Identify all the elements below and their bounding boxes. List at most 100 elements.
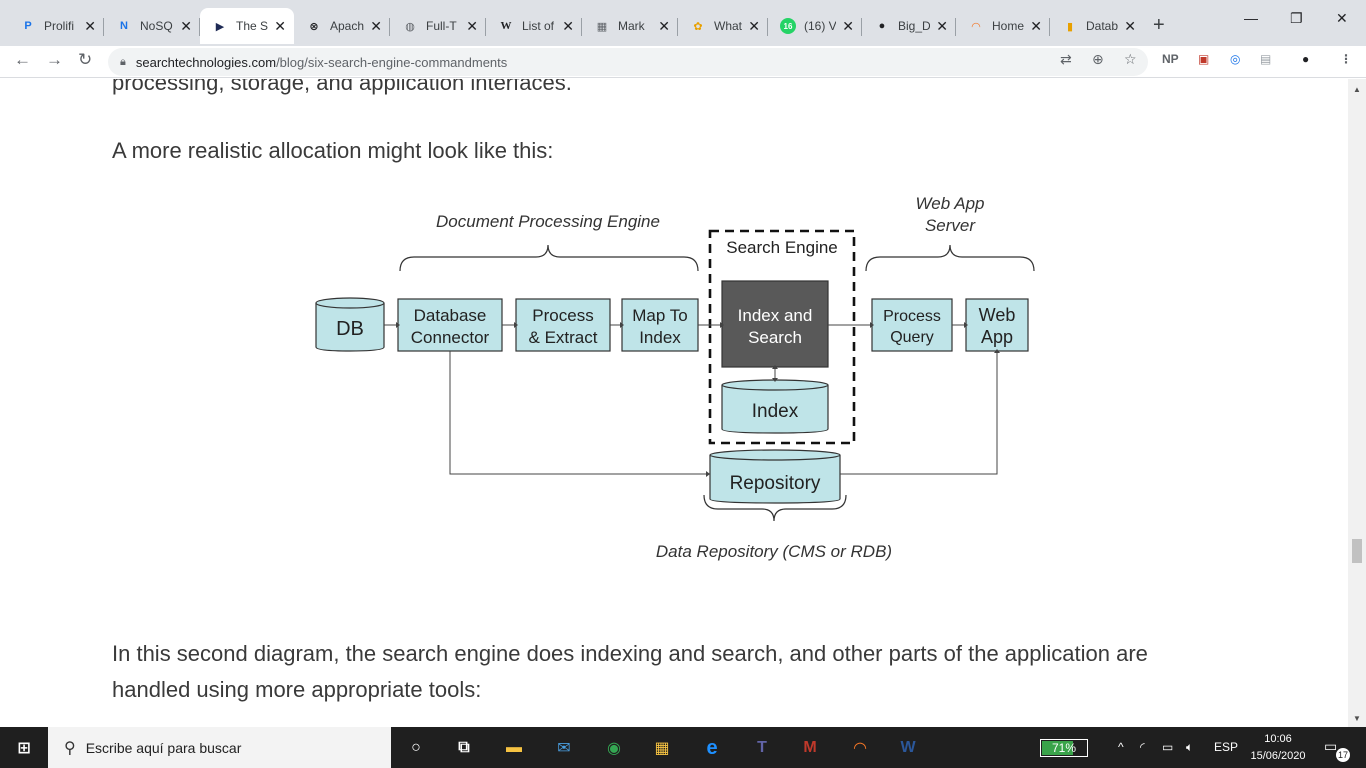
close-icon[interactable]: ✕ — [658, 17, 670, 34]
scroll-up-icon[interactable]: ▲ — [1353, 85, 1361, 94]
close-icon[interactable]: ✕ — [936, 17, 948, 34]
index-label: Index — [752, 401, 799, 422]
web-app-server-label-2: Server — [925, 216, 976, 235]
minimize-button[interactable]: — — [1244, 10, 1258, 26]
volume-icon[interactable]: 🔈︎ — [1186, 740, 1194, 754]
tab-whatsapp[interactable]: 16 (16) V ✕ — [768, 8, 862, 44]
tab-title: Datab — [1086, 19, 1119, 33]
tab-strip: P Prolifi ✕ N NoSQ ✕ ▶ The S ✕ ⊗ Apach ✕… — [0, 0, 1366, 46]
close-icon[interactable]: ✕ — [748, 17, 760, 34]
store-icon[interactable]: ▦ — [654, 740, 670, 757]
restore-button[interactable]: ❐ — [1290, 10, 1303, 26]
page-scrollbar[interactable]: ▲ ▼ — [1348, 79, 1366, 727]
jupyter-taskbar-icon[interactable]: ◠ — [853, 740, 867, 757]
db-node: DB — [315, 297, 385, 352]
close-icon[interactable]: ✕ — [562, 17, 574, 34]
reload-button[interactable]: ↻ — [78, 50, 93, 69]
zoom-icon[interactable]: ⊕ — [1092, 51, 1104, 67]
globe-icon: ◍ — [405, 20, 415, 33]
github-icon: ● — [878, 20, 886, 32]
edge-icon[interactable]: e — [706, 736, 718, 759]
url-path: /blog/six-search-engine-commandments — [276, 54, 508, 70]
menu-icon[interactable]: ⋮ — [1340, 52, 1352, 66]
mail-icon[interactable]: ✉ — [557, 740, 571, 757]
tab-title: Apach — [330, 19, 365, 33]
tab-market[interactable]: ▦ Mark ✕ — [582, 8, 678, 44]
file-explorer-icon[interactable]: ▬ — [506, 739, 522, 756]
extension-alert-icon[interactable]: ◎ — [1230, 52, 1241, 66]
tab-github[interactable]: ● Big_D ✕ — [862, 8, 956, 44]
teams-icon[interactable]: T — [757, 739, 767, 756]
task-view-icon[interactable]: ⧉ — [458, 739, 470, 756]
language-indicator[interactable]: ESP — [1214, 740, 1239, 754]
word-icon[interactable]: W — [900, 739, 916, 756]
close-icon[interactable]: ✕ — [84, 17, 96, 34]
tab-title: Full-T — [426, 19, 457, 33]
page-content: processing, storage, and application int… — [0, 79, 1348, 727]
address-bar[interactable]: 🔒︎ searchtechnologies.com/blog/six-searc… — [108, 48, 1148, 76]
extension-icon[interactable]: ▤ — [1260, 52, 1272, 66]
close-icon[interactable]: ✕ — [274, 17, 286, 34]
wifi-icon[interactable]: ◜ — [1140, 740, 1145, 754]
clock[interactable]: 10:06 15/06/2020 — [1244, 731, 1312, 765]
web-app-label-2: App — [981, 327, 1013, 347]
taskbar-search[interactable]: ⚲ Escribe aquí para buscar — [48, 727, 391, 768]
np-extension[interactable]: NP — [1162, 52, 1179, 66]
tab-wikipedia-list[interactable]: W List of ✕ — [486, 8, 582, 44]
battery-indicator[interactable]: 71% — [1040, 739, 1088, 757]
mcafee-icon[interactable]: M — [803, 739, 817, 756]
chevron-up-icon[interactable]: ^ — [1118, 740, 1124, 754]
scroll-thumb[interactable] — [1352, 539, 1362, 563]
notification-icon[interactable]: ▭ 17 — [1324, 738, 1350, 762]
close-icon[interactable]: ✕ — [1030, 17, 1042, 34]
bookmark-star-icon[interactable]: ☆ — [1124, 51, 1137, 67]
tab-database[interactable]: ▮ Datab ✕ — [1050, 8, 1144, 44]
tab-nosql[interactable]: N NoSQ ✕ — [104, 8, 200, 44]
scroll-down-icon[interactable]: ▼ — [1353, 714, 1361, 723]
arrow-heads — [396, 322, 1000, 477]
search-engine-label: Search Engine — [726, 238, 838, 257]
tab-title: NoSQ — [140, 19, 173, 33]
tab-title: List of — [522, 19, 555, 33]
process-query-label-2: Query — [890, 329, 934, 346]
close-icon[interactable]: ✕ — [1124, 17, 1136, 34]
lock-icon: 🔒︎ — [120, 55, 126, 68]
forward-button[interactable]: → — [46, 50, 63, 69]
close-window-button[interactable]: ✕ — [1336, 10, 1348, 26]
close-icon[interactable]: ✕ — [370, 17, 382, 34]
chrome-icon[interactable]: ◉ — [607, 740, 621, 757]
power-icon[interactable]: ▭ — [1162, 740, 1174, 754]
translate-icon[interactable]: ⇄ — [1060, 51, 1072, 67]
pocket-icon[interactable]: ▣ — [1198, 52, 1210, 66]
tab-search-technologies[interactable]: ▶ The S ✕ — [200, 8, 294, 44]
db-label: DB — [336, 318, 364, 340]
new-tab-button[interactable]: + — [1153, 14, 1165, 36]
web-app-server-label-1: Web App — [916, 194, 985, 213]
close-icon[interactable]: ✕ — [466, 17, 478, 34]
data-repo-brace — [703, 494, 847, 522]
battery-level-fill — [1042, 741, 1073, 755]
cortana-icon[interactable]: ○ — [411, 739, 421, 756]
tab-title: Prolifi — [44, 19, 75, 33]
database-connector-label-2: Connector — [411, 328, 490, 347]
tab-apache[interactable]: ⊗ Apach ✕ — [294, 8, 390, 44]
windows-taskbar: ⊞ ⚲ Escribe aquí para buscar ○ ⧉ ▬ ✉ ◉ ▦… — [0, 727, 1366, 768]
search-icon: ⚲ — [64, 739, 76, 757]
profile-avatar[interactable]: ● — [1302, 52, 1310, 66]
tab-full-text[interactable]: ◍ Full-T ✕ — [390, 8, 486, 44]
tab-title: Mark — [618, 19, 645, 33]
tab-prolific[interactable]: P Prolifi ✕ — [8, 8, 104, 44]
tab-what[interactable]: ✿ What ✕ — [678, 8, 768, 44]
tab-home[interactable]: ◠ Home ✕ — [956, 8, 1050, 44]
prolific-icon: P — [24, 20, 32, 32]
database-connector-label-1: Database — [414, 306, 487, 325]
clock-time: 10:06 — [1264, 733, 1292, 745]
repository-label: Repository — [730, 473, 821, 494]
clock-date: 15/06/2020 — [1250, 750, 1306, 762]
play-icon: ▶ — [215, 20, 225, 33]
jupyter-icon: ◠ — [971, 20, 981, 33]
windows-start-icon[interactable]: ⊞ — [17, 740, 31, 757]
close-icon[interactable]: ✕ — [180, 17, 192, 34]
back-button[interactable]: ← — [14, 50, 31, 69]
close-icon[interactable]: ✕ — [842, 17, 854, 34]
